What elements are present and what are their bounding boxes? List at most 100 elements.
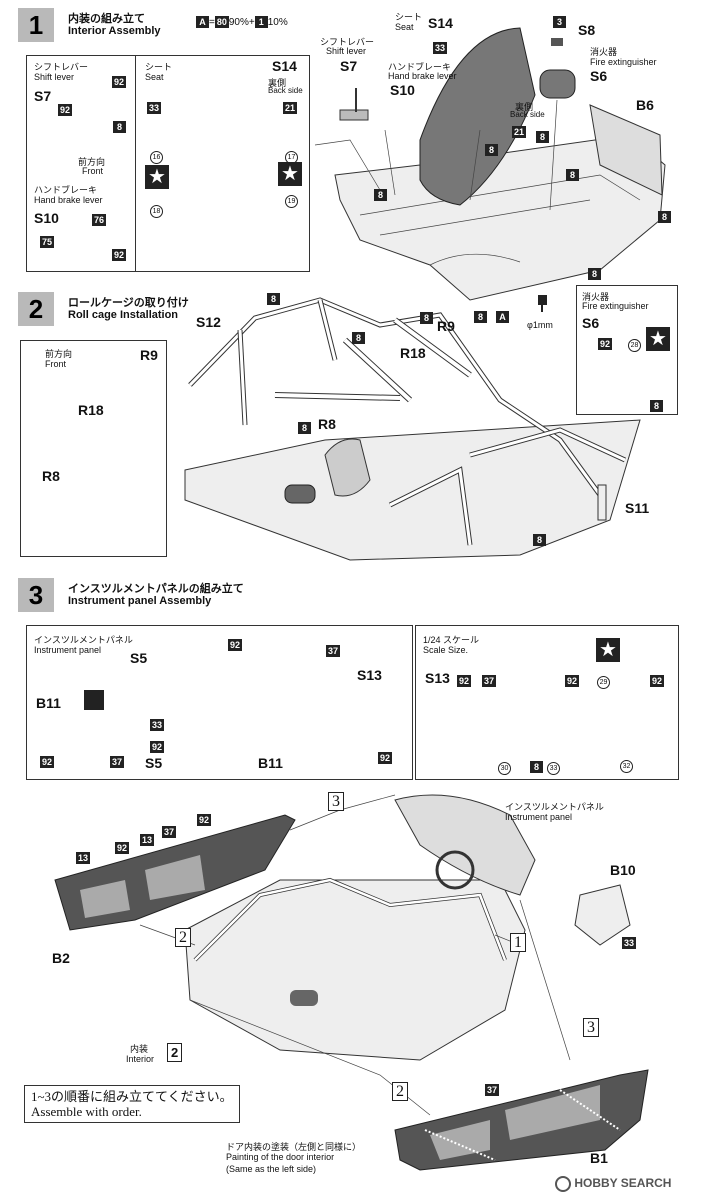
inset-s10-label: S10 <box>34 210 59 226</box>
main-seat-en: Seat <box>395 22 414 32</box>
inset-s7-label: S7 <box>34 88 52 104</box>
s3r-b92c: 92 <box>650 675 665 687</box>
inset-s14-label: S14 <box>272 58 297 74</box>
s2-inset-front-en: Front <box>45 359 67 369</box>
inset-c18: 18 <box>150 205 163 218</box>
inset-back-en: Back side <box>268 86 303 95</box>
s2-inset-r9: R9 <box>140 347 158 363</box>
inset-b92a: 92 <box>112 76 127 88</box>
s8-part <box>551 38 563 46</box>
r8-label: R8 <box>318 416 336 432</box>
step-3-right-panel <box>415 625 679 780</box>
inset-divider <box>135 55 136 272</box>
s3r-b8: 8 <box>530 761 543 773</box>
inset-seat-en: Seat <box>145 72 164 82</box>
final-box-3-right: 3 <box>583 1018 599 1037</box>
note-jp: 1~3の順番に組み立ててください。 <box>31 1089 233 1104</box>
step-1-title-en: Interior Assembly <box>68 25 161 37</box>
inset-b76: 76 <box>92 214 107 226</box>
final-b92a: 92 <box>115 842 130 854</box>
dash-final <box>394 794 536 896</box>
inset-c19: 19 <box>285 195 298 208</box>
main-seat-jp: シート <box>395 12 423 22</box>
star-icon: ★ <box>646 327 670 351</box>
inset-b92c: 92 <box>112 249 127 261</box>
final-b92b: 92 <box>197 814 212 826</box>
s11-part <box>597 484 607 521</box>
r18-label: R18 <box>400 345 426 361</box>
inset-b8: 8 <box>113 121 126 133</box>
s3-b92d: 92 <box>40 756 55 768</box>
step-1-title-jp: 内装の組み立て <box>68 13 145 25</box>
s3r-c29: 29 <box>597 676 610 689</box>
door-note-en2: (Same as the left side) <box>226 1164 317 1174</box>
final-b37b: 37 <box>485 1084 500 1096</box>
final-ip-jp: インスツルメントパネル <box>505 802 604 812</box>
main-b3: 3 <box>553 16 566 28</box>
step-2-title-en: Roll cage Installation <box>68 309 179 321</box>
s3-ip-en: Instrument panel <box>34 645 102 655</box>
main-s10-label: S10 <box>390 82 415 98</box>
brand-logo-circle-icon <box>555 1176 571 1192</box>
seat-b10 <box>574 884 631 946</box>
final-box-3-top: 3 <box>328 792 344 811</box>
final-interior-num: 2 <box>167 1043 183 1062</box>
door-note-jp: ドア内装の塗装（左側と同様に） <box>226 1142 362 1152</box>
s3-scale-en: Scale Size. <box>423 645 469 655</box>
fire-ext-main <box>539 69 576 99</box>
inset-b21: 21 <box>283 102 298 114</box>
star-icon: ★ <box>145 165 169 189</box>
main-b8e: 8 <box>485 144 498 156</box>
s2-inset-r8: R8 <box>42 468 60 484</box>
main-s14-label: S14 <box>428 15 453 31</box>
fe-inset-s6: S6 <box>582 315 600 331</box>
s2-inset-front-jp: 前方向 <box>45 349 73 359</box>
final-b13a: 13 <box>76 852 91 864</box>
s3-s5-label: S5 <box>130 650 148 666</box>
paint-a-badge: A <box>196 16 209 28</box>
inset-shift-jp: シフトレバー <box>34 62 89 72</box>
s3-b11-label: B11 <box>36 695 61 711</box>
final-b13b: 13 <box>140 834 155 846</box>
s3-b33: 33 <box>150 719 165 731</box>
brand-watermark: HOBBY SEARCH <box>555 1176 671 1192</box>
main-b8f: 8 <box>588 268 601 280</box>
main-back-jp: 裏側 <box>515 102 534 112</box>
s2-b8c: 8 <box>352 332 365 344</box>
main-b8a: 8 <box>536 131 549 143</box>
main-phi-label: φ1mm <box>527 320 553 330</box>
fe-inset-en: Fire extinguisher <box>582 301 649 311</box>
s3-b92b: 92 <box>150 741 165 753</box>
s3-ip-jp: インスツルメントパネル <box>34 635 133 645</box>
s3r-e-label: E <box>487 722 496 736</box>
step-2-number: 2 <box>18 292 54 326</box>
inset-seat-jp: シート <box>145 62 173 72</box>
main-shift-jp: シフトレバー <box>320 37 375 47</box>
s2-inset-r18: R18 <box>78 402 104 418</box>
step-3-title-jp: インスツルメントパネルの組み立て <box>68 583 244 595</box>
main-s6-label: S6 <box>590 68 608 84</box>
assemble-order-note: 1~3の順番に組み立ててください。 Assemble with order. <box>24 1085 240 1123</box>
final-interior-en: Interior <box>126 1054 155 1064</box>
main-fe-jp: 消火器 <box>590 47 618 57</box>
main-s7-label: S7 <box>340 58 358 74</box>
s3-s13-label: S13 <box>357 667 382 683</box>
final-interior-jp: 内装 <box>130 1044 149 1054</box>
final-b10-label: B10 <box>610 862 636 878</box>
s3r-s13-label: S13 <box>425 670 450 686</box>
chassis-floor-2 <box>184 419 641 561</box>
s3-b92c: 92 <box>378 752 393 764</box>
s3-b11b-label: B11 <box>258 755 283 771</box>
main-b8c: 8 <box>658 211 671 223</box>
chassis-final <box>184 879 526 1061</box>
s2-b8e: 8 <box>533 534 546 546</box>
s2-b8d: 8 <box>298 422 311 434</box>
main-hb-en: Hand brake lever <box>388 71 457 81</box>
brand-logo-icon <box>84 690 104 710</box>
inset-shift-en: Shift lever <box>34 72 75 82</box>
s3r-c30: 30 <box>498 762 511 775</box>
s3r-b37: 37 <box>482 675 497 687</box>
fe-inset-c28: 28 <box>628 339 641 352</box>
s3-b37: 37 <box>326 645 341 657</box>
